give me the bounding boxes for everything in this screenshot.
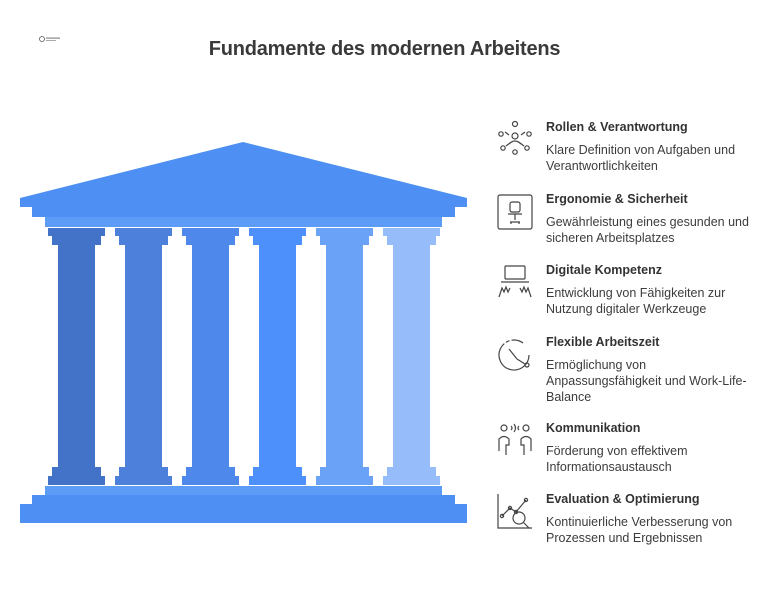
column-6	[383, 228, 440, 485]
column-1	[48, 228, 105, 485]
temple-roof	[20, 142, 467, 207]
item-heading: Evaluation & Optimierung	[546, 492, 700, 506]
item-heading: Digitale Kompetenz	[546, 263, 662, 277]
item-description: Entwicklung von Fähigkeiten zur Nutzung …	[546, 286, 726, 316]
temple-base-step-3	[20, 504, 467, 523]
page-title: Fundamente des modernen Arbeitens	[208, 38, 561, 60]
temple-architrave	[45, 217, 442, 227]
temple-roof-beam	[32, 207, 455, 217]
item-heading: Ergonomie & Sicherheit	[546, 192, 688, 206]
item-heading: Rollen & Verantwortung	[546, 120, 688, 134]
laptop-hands-icon	[498, 265, 532, 298]
column-5	[316, 228, 373, 485]
team-roles-icon	[498, 120, 532, 155]
column-2	[115, 228, 172, 485]
temple-base-step-2	[32, 495, 455, 504]
item-heading: Flexible Arbeitszeit	[546, 335, 660, 349]
logo-icon	[39, 36, 60, 42]
office-chair-icon	[497, 194, 533, 230]
analytics-magnifier-icon	[497, 494, 532, 529]
column-4	[249, 228, 306, 485]
people-talking-icon	[498, 423, 532, 455]
temple-base-step-1	[45, 486, 442, 495]
item-description: Kontinuierliche Verbesserung von Prozess…	[546, 515, 733, 545]
item-description: Förderung von effektivem Informationsaus…	[546, 444, 688, 474]
column-3	[182, 228, 239, 485]
item-description: Gewährleistung eines gesunden und sicher…	[546, 215, 749, 245]
item-description: Ermöglichung von Anpassungsfähigkeit und…	[546, 358, 747, 404]
clock-icon	[498, 339, 530, 371]
item-description: Klare Definition von Aufgaben und Verant…	[546, 143, 736, 173]
item-heading: Kommunikation	[546, 421, 641, 435]
